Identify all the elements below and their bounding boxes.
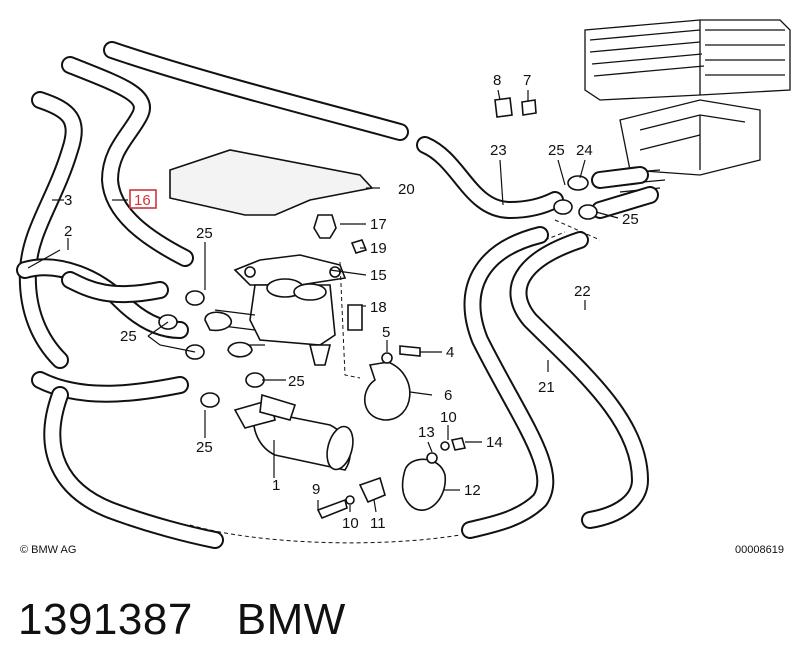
callout-9: 9: [312, 481, 320, 498]
hoses: [16, 41, 659, 549]
callout-25-e: 25: [548, 142, 565, 159]
callout-25-b: 25: [120, 328, 137, 345]
callout-8: 8: [493, 72, 501, 89]
callout-25-d: 25: [196, 439, 213, 456]
callout-10-top: 10: [440, 409, 457, 426]
callout-7: 7: [523, 72, 531, 89]
bracket: [363, 361, 411, 421]
valve-cover: [169, 149, 374, 216]
callout-23: 23: [490, 142, 507, 159]
brand-name: BMW: [236, 595, 346, 644]
callout-12: 12: [464, 482, 481, 499]
part-footer: 1391387 BMW: [18, 585, 346, 655]
callout-3: 3: [64, 192, 72, 209]
callout-5: 5: [382, 324, 390, 341]
callout-17: 17: [370, 216, 387, 233]
callout-1: 1: [272, 477, 280, 494]
callout-25-f: 25: [622, 211, 639, 228]
callout-24: 24: [576, 142, 593, 159]
callout-4: 4: [446, 344, 454, 361]
auxiliary-pump: [233, 393, 354, 471]
callout-10-bottom: 10: [342, 515, 359, 532]
callout-25-c: 25: [288, 373, 305, 390]
leader-lines: [27, 89, 619, 513]
callout-6: 6: [444, 387, 452, 404]
callout-20: 20: [398, 181, 415, 198]
fasteners: [313, 97, 537, 520]
callout-25-a: 25: [196, 225, 213, 242]
callout-22: 22: [574, 283, 591, 300]
callout-11: 11: [370, 515, 386, 532]
hose-clamps: [158, 175, 598, 408]
parts-diagram: 1 2 3 4 5 6 7 8 9 10 10 11 12 13 14 15 1…: [16, 19, 791, 556]
copyright-text: © BMW AG: [20, 544, 76, 556]
callout-2: 2: [64, 223, 72, 240]
construction-lines: [189, 219, 601, 544]
callout-16: 16: [134, 192, 151, 209]
callout-19: 19: [370, 240, 387, 257]
drawing-id: 00008619: [735, 544, 784, 556]
clamp: [401, 458, 446, 511]
part-number: 1391387: [18, 595, 193, 644]
callout-labels: 1 2 3 4 5 6 7 8 9 10 10 11 12 13 14 15 1…: [64, 72, 639, 532]
valve-body: [204, 254, 347, 366]
callout-18: 18: [370, 299, 387, 316]
callout-14: 14: [486, 434, 503, 451]
heater-core: [584, 19, 791, 193]
callout-15: 15: [370, 267, 387, 284]
callout-16-highlight: [129, 189, 157, 209]
callout-21: 21: [538, 379, 555, 396]
callout-13: 13: [418, 424, 435, 441]
